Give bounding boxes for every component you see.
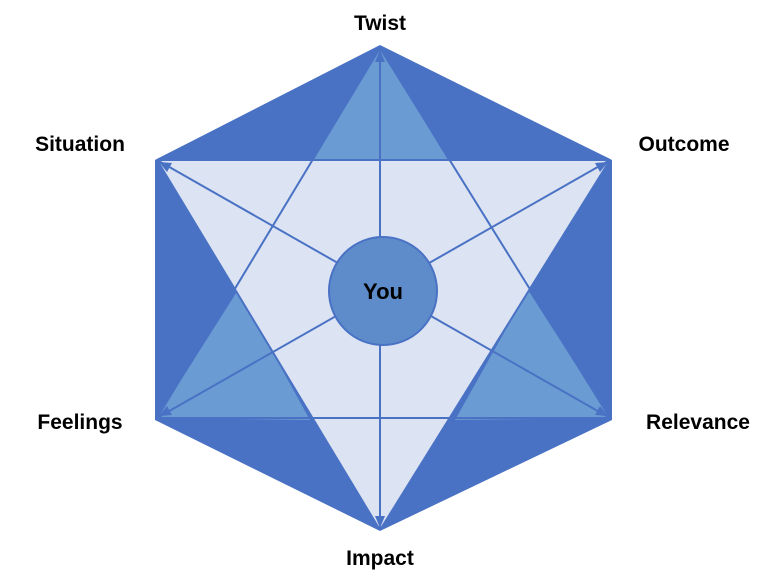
node-label-outcome: Outcome — [638, 133, 730, 156]
node-label-impact: Impact — [346, 547, 414, 570]
arrow-bottom-left — [159, 406, 172, 416]
line-left-edge — [156, 159, 381, 531]
node-label-relevance: Relevance — [646, 411, 750, 434]
line-tl-top — [156, 47, 381, 161]
line-tr-top — [379, 47, 611, 161]
triangle-bottom-left — [157, 290, 310, 420]
arrow-bottom-right — [595, 406, 608, 416]
center-label: You — [363, 279, 403, 304]
arrow-top-left — [159, 162, 172, 172]
node-label-twist: Twist — [353, 12, 407, 35]
arrow-bottom — [375, 516, 385, 528]
line-br-top — [379, 47, 611, 419]
triangle-bottom-right — [455, 290, 610, 420]
arrow-top — [375, 50, 385, 62]
arrow-top-right — [595, 162, 608, 172]
center-circle — [328, 236, 438, 346]
connector-lines — [156, 47, 611, 531]
line-bl-top — [156, 47, 381, 419]
node-label-feelings: Feelings — [37, 411, 123, 434]
line-right-edge — [379, 159, 611, 531]
node-label-situation: Situation — [35, 133, 125, 156]
